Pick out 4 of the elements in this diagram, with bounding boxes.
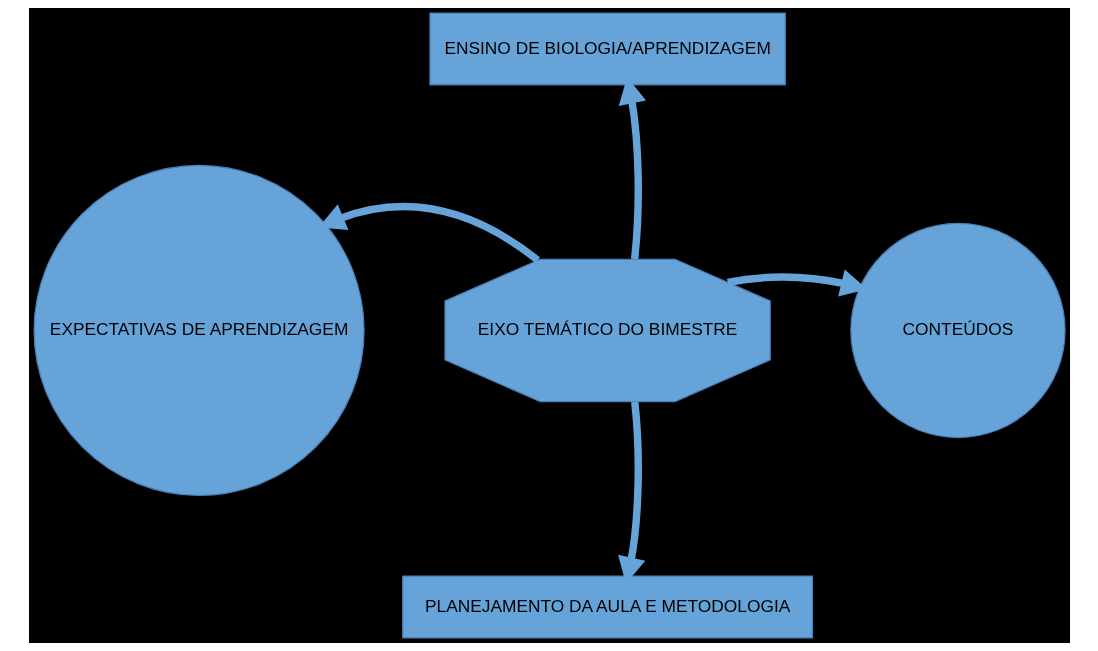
node-circle: EXPECTATIVAS DE APRENDIZAGEM (33, 164, 365, 497)
node-box: PLANEJAMENTO DA AULA E METODOLOGIA (401, 575, 813, 639)
node-circle: CONTEÚDOS (849, 222, 1066, 439)
node-box: ENSINO DE BIOLOGIA/APRENDIZAGEM (428, 12, 786, 86)
